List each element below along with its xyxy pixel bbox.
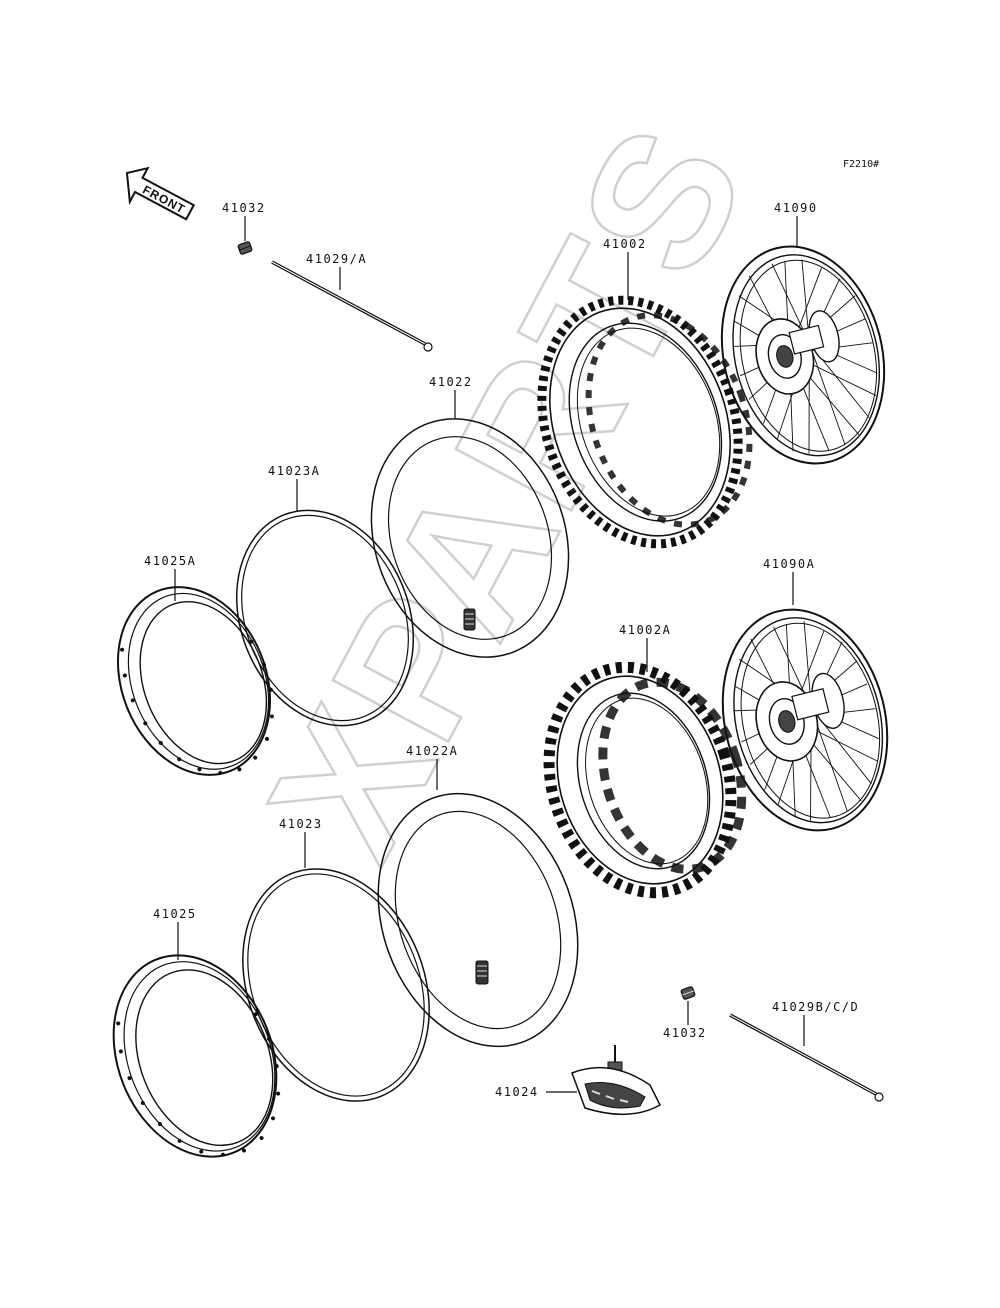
svg-text:41002: 41002	[603, 237, 647, 251]
tire-rear	[543, 661, 747, 899]
svg-text:41022: 41022	[429, 375, 473, 389]
tube-valve-front	[463, 608, 476, 631]
label-41090: 41090	[774, 201, 818, 248]
label-41025a: 41025A	[144, 554, 196, 601]
watermark: XPARTS	[229, 90, 788, 889]
front-arrow-icon: FRONT	[125, 166, 196, 221]
label-41032-bottom: 41032	[663, 1001, 707, 1040]
label-41023: 41023	[279, 817, 323, 868]
rim-rear	[112, 954, 281, 1158]
svg-text:41023: 41023	[279, 817, 323, 831]
svg-text:41023A: 41023A	[268, 464, 320, 478]
tube-valve-rear	[475, 960, 489, 985]
rim-lock	[571, 1045, 661, 1116]
label-41024: 41024	[495, 1085, 577, 1099]
wheel-front	[720, 245, 886, 465]
figure-code: F2210#	[843, 159, 879, 170]
spoke-nipple-bottom	[680, 986, 696, 1000]
svg-text:41025A: 41025A	[144, 554, 196, 568]
svg-text:41090: 41090	[774, 201, 818, 215]
svg-text:41032: 41032	[663, 1026, 707, 1040]
wheel-rear	[721, 608, 889, 832]
svg-text:41032: 41032	[222, 201, 266, 215]
label-41022a: 41022A	[406, 744, 458, 790]
svg-text:41002A: 41002A	[619, 623, 671, 637]
svg-text:41022A: 41022A	[406, 744, 458, 758]
spoke-front	[271, 260, 433, 352]
label-41025: 41025	[153, 907, 197, 960]
svg-text:41029/A: 41029/A	[306, 252, 367, 266]
svg-text:41024: 41024	[495, 1085, 539, 1099]
label-41029a: 41029/A	[306, 252, 367, 290]
label-41032-top: 41032	[222, 201, 266, 241]
rim-front	[116, 586, 274, 776]
svg-text:41029B/C/D: 41029B/C/D	[772, 1000, 859, 1014]
inner-tube-rear	[377, 792, 579, 1048]
label-41023a: 41023A	[268, 464, 320, 512]
svg-text:41090A: 41090A	[763, 557, 815, 571]
tire-front	[537, 295, 753, 549]
inner-tube-front	[370, 418, 570, 658]
svg-text:41025: 41025	[153, 907, 197, 921]
label-41002: 41002	[603, 237, 647, 300]
label-41029bcd: 41029B/C/D	[772, 1000, 859, 1046]
label-41090a: 41090A	[763, 557, 815, 605]
spoke-rear	[729, 1013, 884, 1102]
spoke-nipple-top	[237, 241, 253, 255]
label-41022: 41022	[429, 375, 473, 418]
